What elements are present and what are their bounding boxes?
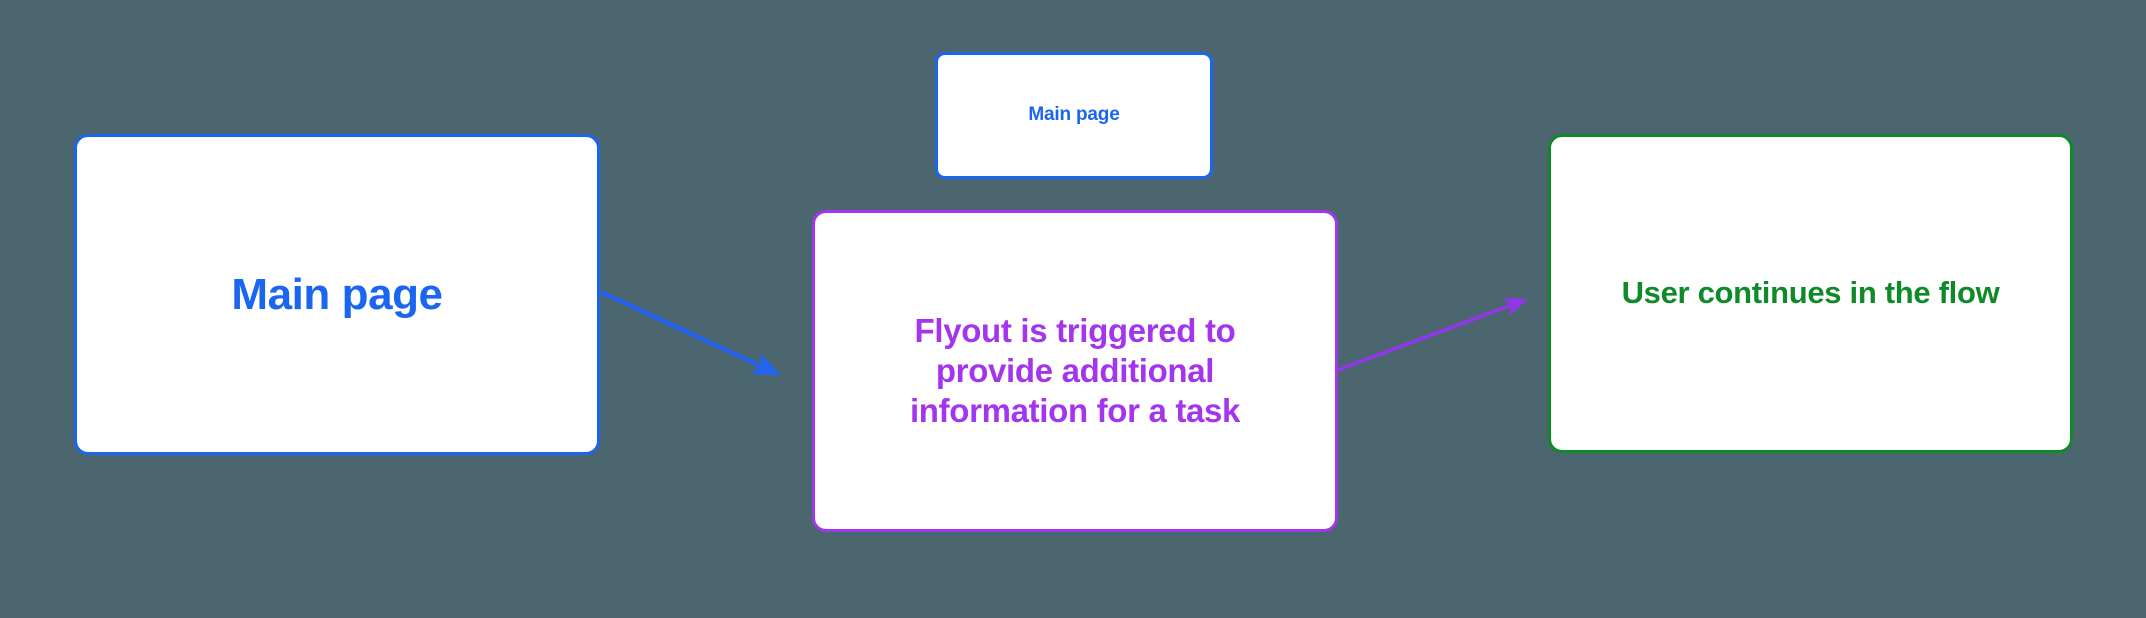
edge-main-page-to-flyout — [600, 289, 782, 377]
node-flyout[interactable]: Flyout is triggered to provide additiona… — [812, 210, 1338, 532]
node-flyout-label: Flyout is triggered to provide additiona… — [909, 311, 1241, 430]
node-user-continues-label: User continues in the flow — [1621, 275, 2000, 311]
node-user-continues[interactable]: User continues in the flow — [1548, 134, 2073, 453]
node-main-page-large-label: Main page — [231, 269, 443, 319]
node-main-page-small-label: Main page — [1028, 104, 1120, 126]
edge-flyout-to-continue — [1337, 298, 1528, 372]
node-main-page-small[interactable]: Main page — [935, 52, 1213, 179]
node-main-page-large[interactable]: Main page — [74, 134, 600, 455]
